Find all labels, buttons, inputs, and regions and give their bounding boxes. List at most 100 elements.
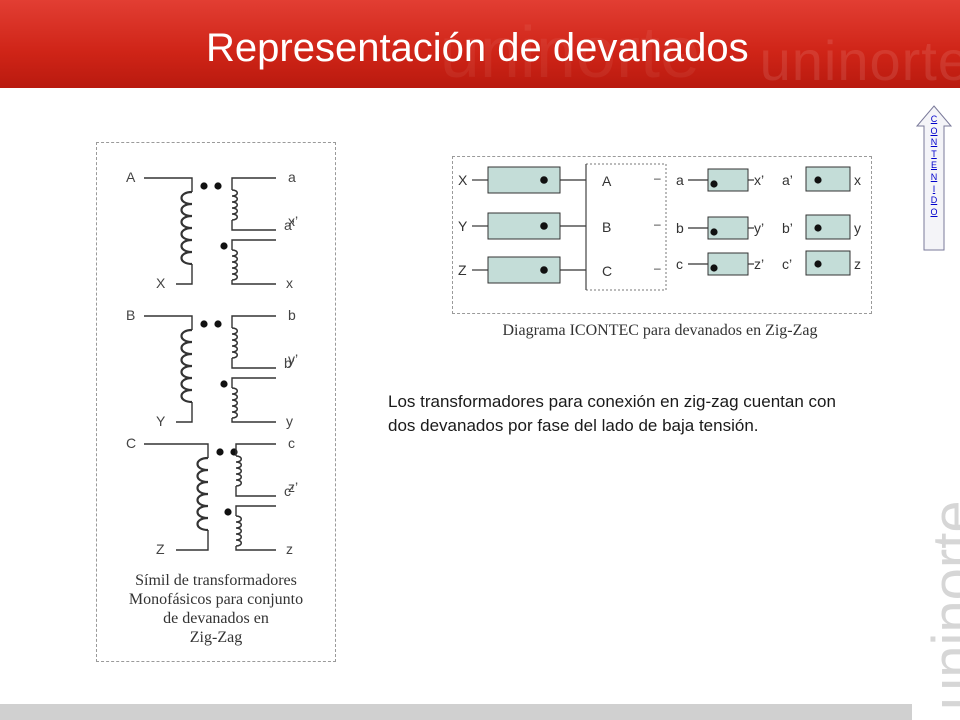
secondary-lead bbox=[231, 418, 276, 423]
polarity-dot bbox=[214, 320, 222, 328]
primary-coil bbox=[180, 328, 193, 404]
terminal-label: x bbox=[854, 172, 861, 188]
terminal-label: a’ bbox=[284, 217, 295, 233]
dash-label: – bbox=[654, 261, 661, 275]
secondary-coil bbox=[231, 249, 238, 281]
terminal-label: b bbox=[288, 307, 296, 323]
header-watermark-back: uninorte bbox=[439, 13, 700, 88]
caption-line: de devanados en bbox=[163, 610, 269, 627]
terminal-label: z bbox=[854, 256, 861, 272]
terminal-label: x’ bbox=[754, 172, 764, 188]
polarity-dot bbox=[224, 508, 232, 516]
terminal-label: y bbox=[854, 220, 861, 236]
contenido-letter: N bbox=[930, 137, 938, 148]
winding-box bbox=[707, 216, 749, 240]
terminal-label: c bbox=[288, 435, 295, 451]
terminal-label: X bbox=[458, 172, 468, 188]
contenido-letter: O bbox=[930, 125, 938, 136]
primary-lead bbox=[144, 315, 193, 330]
winding-box bbox=[487, 166, 561, 194]
terminal-label: Z bbox=[458, 262, 467, 278]
secondary-coil bbox=[235, 515, 242, 547]
contenido-letter: O bbox=[930, 206, 938, 217]
winding-box bbox=[487, 256, 561, 284]
terminal-label: y bbox=[286, 413, 293, 429]
side-watermark: uninorte bbox=[921, 500, 960, 710]
terminal-label: Y bbox=[458, 218, 468, 234]
secondary-lead bbox=[231, 239, 276, 250]
secondary-winding-row: b y’ b’ y bbox=[676, 214, 861, 240]
winding-box bbox=[707, 252, 749, 276]
primary-coil bbox=[196, 456, 209, 532]
contenido-letter: N bbox=[930, 171, 938, 182]
polarity-dot bbox=[200, 320, 208, 328]
caption-line: Monofásicos para conjunto bbox=[128, 591, 304, 608]
primary-lead bbox=[176, 264, 193, 285]
winding-box bbox=[805, 166, 851, 192]
terminal-label: b bbox=[676, 220, 684, 236]
caption-line: Símil de transformadores bbox=[135, 572, 297, 589]
winding-box bbox=[707, 168, 749, 192]
winding-box bbox=[805, 214, 851, 240]
polarity-dot bbox=[814, 224, 822, 232]
terminal-label: b’ bbox=[782, 220, 793, 236]
terminal-label: c’ bbox=[284, 483, 294, 499]
polarity-dot bbox=[710, 228, 718, 236]
polarity-dot bbox=[710, 180, 718, 188]
secondary-coil bbox=[231, 387, 238, 419]
secondary-lead bbox=[231, 358, 276, 369]
polarity-dot bbox=[814, 176, 822, 184]
terminal-label: x’ bbox=[288, 213, 298, 229]
secondary-coil bbox=[231, 189, 238, 221]
footer-bar bbox=[0, 704, 912, 720]
zigzag-description: Los transformadores para conexión en zig… bbox=[388, 392, 836, 435]
dash-label: – bbox=[654, 171, 661, 185]
icontec-diagram-caption: Diagrama ICONTEC para devanados en Zig-Z… bbox=[502, 322, 818, 339]
terminal-label: c’ bbox=[782, 256, 792, 272]
secondary-lead bbox=[231, 177, 276, 190]
header-bar: uninorte uninorte Representación de deva… bbox=[0, 0, 960, 88]
contenido-letter: I bbox=[932, 183, 936, 194]
terminal-label: B bbox=[602, 219, 611, 235]
primary-lead bbox=[176, 402, 193, 423]
secondary-lead bbox=[231, 315, 276, 328]
terminal-label: c bbox=[676, 256, 683, 272]
terminal-label: A bbox=[126, 169, 136, 185]
terminal-label: C bbox=[602, 263, 612, 279]
transformer-analog-panel bbox=[96, 142, 336, 662]
terminal-label: z bbox=[286, 541, 293, 557]
terminal-label: Z bbox=[156, 541, 165, 557]
primary-lead bbox=[176, 530, 209, 551]
secondary-lead bbox=[231, 377, 276, 388]
secondary-lead bbox=[235, 505, 276, 516]
terminal-label: a’ bbox=[782, 172, 793, 188]
terminal-label: B bbox=[126, 307, 135, 323]
terminal-label: C bbox=[126, 435, 136, 451]
winding-box bbox=[805, 250, 851, 276]
terminal-label: y’ bbox=[754, 220, 764, 236]
dash-label: – bbox=[654, 217, 661, 231]
icontec-diagram-panel bbox=[452, 156, 872, 314]
contenido-letter: E bbox=[930, 160, 937, 171]
caption-line: Zig-Zag bbox=[189, 629, 243, 646]
polarity-dot bbox=[710, 264, 718, 272]
secondary-lead bbox=[231, 220, 276, 231]
polarity-dot bbox=[540, 266, 548, 274]
terminal-label: y’ bbox=[288, 351, 298, 367]
primary-coil bbox=[180, 190, 193, 266]
secondary-lead bbox=[235, 546, 276, 551]
polarity-dot bbox=[214, 182, 222, 190]
polarity-dot bbox=[216, 448, 224, 456]
terminal-label: x bbox=[286, 275, 293, 291]
polarity-dot bbox=[220, 380, 228, 388]
secondary-lead bbox=[235, 486, 276, 497]
